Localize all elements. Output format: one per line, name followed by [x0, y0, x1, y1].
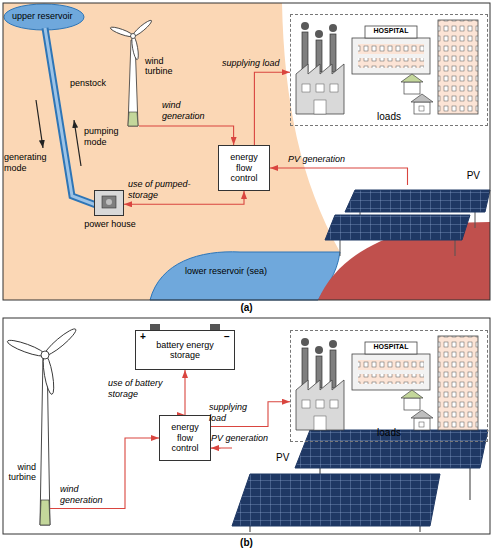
power-house: power house — [94, 190, 124, 216]
text-label: generating mode — [4, 152, 54, 174]
edge-label: supplying load — [209, 402, 265, 424]
box-text: energy flow control — [163, 422, 207, 453]
wind-turbine: wind turbine — [127, 40, 139, 126]
control-box: energy flow control — [218, 145, 270, 191]
wind-turbine: wind turbine — [40, 360, 50, 525]
box-text: battery energy storage — [139, 340, 231, 361]
edge-label: supplying load — [222, 58, 290, 69]
text-label: (a) — [0, 302, 493, 314]
connector — [139, 126, 234, 145]
connector — [270, 168, 408, 185]
edge-label: wind generation — [162, 100, 224, 122]
connector — [50, 438, 159, 509]
power-house-label: power house — [83, 219, 137, 229]
pv-array: PV — [232, 428, 488, 528]
box-text: energy flow control — [222, 152, 266, 183]
connector — [211, 447, 232, 448]
edge-label: use of pumped-storage — [128, 179, 214, 201]
pv-label: PV — [276, 452, 289, 464]
edge-label: PV generation — [288, 154, 368, 165]
text-label: HOSPITAL — [365, 27, 417, 35]
battery-box: battery energy storage — [135, 330, 235, 370]
text-label: pumping mode — [84, 126, 124, 148]
text-label: upper reservoir — [12, 11, 73, 22]
region-title: loads — [291, 427, 487, 438]
pv-label: PV — [467, 170, 480, 182]
text-label: HOSPITAL — [365, 343, 417, 351]
region-title: loads — [291, 111, 487, 122]
edge-label: use of battery storage — [108, 378, 182, 400]
pv-array: PV — [325, 185, 490, 242]
text-label: penstock — [70, 78, 106, 89]
text-label: lower reservoir (sea) — [185, 266, 267, 277]
text-label: + — [140, 331, 146, 343]
text-label: − — [224, 331, 230, 343]
turbine-label: wind turbine — [2, 462, 36, 483]
connector — [184, 370, 185, 415]
control-box: energy flow control — [159, 415, 211, 461]
edge-label: PV generation — [211, 433, 275, 444]
text-label: (b) — [0, 537, 493, 549]
connector — [254, 72, 290, 145]
edge-label: wind generation — [60, 484, 120, 506]
turbine-label: wind turbine — [145, 56, 191, 77]
